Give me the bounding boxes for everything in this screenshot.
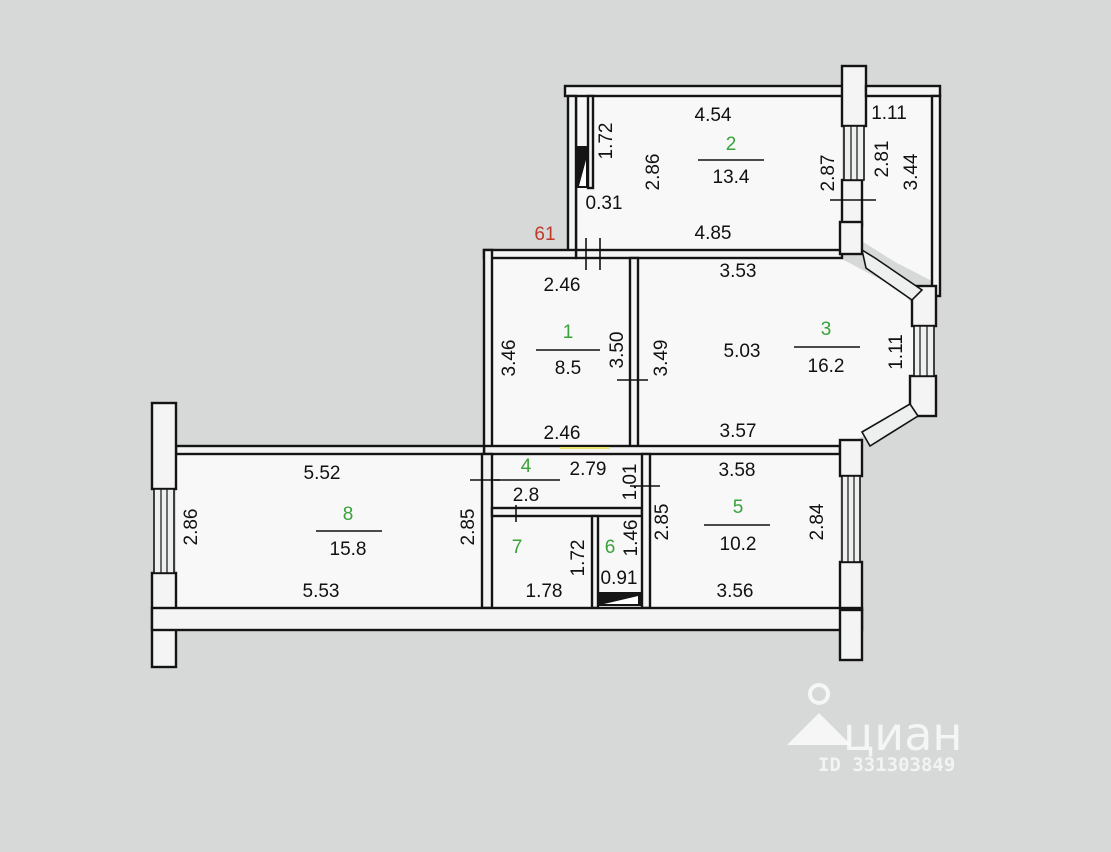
dim-closet-h: 1.72 — [596, 123, 617, 160]
dim-r8-right: 2.85 — [458, 509, 479, 546]
dim-r1-right: 3.50 — [607, 332, 628, 369]
window-balcony — [843, 125, 865, 181]
dim-r6-w: 0.91 — [601, 568, 638, 589]
dim-r8-bottom: 5.53 — [303, 581, 340, 602]
dimension-labels: 4.54 4.85 2.86 2.87 1.72 0.31 1.11 2.81 … — [181, 103, 922, 602]
dim-closet-w: 0.31 — [586, 193, 623, 214]
windows — [153, 125, 935, 574]
window-room-5 — [841, 475, 861, 563]
dim-r2-right: 2.87 — [818, 155, 839, 192]
dim-r1-bottom: 2.46 — [544, 423, 581, 444]
dim-r8-top: 5.52 — [304, 463, 341, 484]
room-5-area: 10.2 — [720, 534, 757, 555]
room-labels: 2 13.4 1 8.5 3 16.2 4 5 10.2 6 7 8 15.8 — [316, 134, 860, 560]
room-7-number: 7 — [512, 537, 523, 558]
room-4-number: 4 — [521, 456, 532, 477]
room-3-area: 16.2 — [808, 356, 845, 377]
dim-r5-top: 3.58 — [719, 460, 756, 481]
dim-r3-top: 3.53 — [720, 261, 757, 282]
window-bay-bottom — [860, 402, 920, 448]
room-1-number: 1 — [563, 322, 574, 343]
dim-r1-left: 3.46 — [499, 340, 520, 377]
room-2-area: 13.4 — [713, 167, 750, 188]
watermark-brand: циан — [843, 707, 962, 761]
watermark: циан ID 331303849 — [787, 683, 962, 776]
dim-balcony-h: 3.44 — [901, 153, 922, 190]
dim-r4-top: 2.79 — [570, 459, 607, 480]
watermark-id: ID 331303849 — [818, 754, 955, 776]
dim-balcony-w: 1.11 — [871, 103, 907, 124]
dim-r3-bay: 1.11 — [886, 334, 907, 370]
dim-r5-right: 2.84 — [807, 503, 828, 540]
room-8-area: 15.8 — [330, 539, 367, 560]
dim-r7-h: 1.72 — [568, 540, 589, 577]
walls — [150, 64, 942, 669]
window-bay-mid — [913, 325, 935, 377]
room-6-number: 6 — [605, 537, 616, 558]
dim-r3-mid: 5.03 — [724, 341, 761, 362]
location-pin-icon — [787, 683, 851, 745]
room-2-number: 2 — [726, 134, 737, 155]
floor-areas — [176, 97, 936, 608]
room-1-area: 8.5 — [555, 358, 581, 379]
dim-r1-top: 2.46 — [544, 275, 581, 296]
dim-r4-bottom: 2.8 — [513, 485, 539, 506]
fixtures — [470, 146, 876, 606]
dim-mark-61: 61 — [534, 224, 555, 245]
dim-r2-left: 2.86 — [643, 154, 664, 191]
dim-r4-right: 1.01 — [620, 464, 641, 501]
dim-r3-bottom: 3.57 — [720, 421, 757, 442]
room-8-number: 8 — [343, 504, 354, 525]
room-3-number: 3 — [821, 319, 832, 340]
dim-r7-w: 1.78 — [526, 581, 563, 602]
dim-r2-top: 4.54 — [695, 105, 732, 126]
dim-r2-bottom: 4.85 — [695, 223, 732, 244]
dim-r5-left: 2.85 — [652, 504, 673, 541]
window-bay-top — [860, 248, 924, 302]
dim-r6-h: 1.46 — [621, 520, 642, 557]
dim-balcony-win: 2.81 — [872, 141, 893, 178]
dim-r5-bottom: 3.56 — [717, 581, 754, 602]
window-room-8 — [153, 488, 175, 574]
room-5-number: 5 — [733, 497, 744, 518]
dim-r3-left: 3.49 — [651, 340, 672, 377]
dim-r8-left: 2.86 — [181, 509, 202, 546]
